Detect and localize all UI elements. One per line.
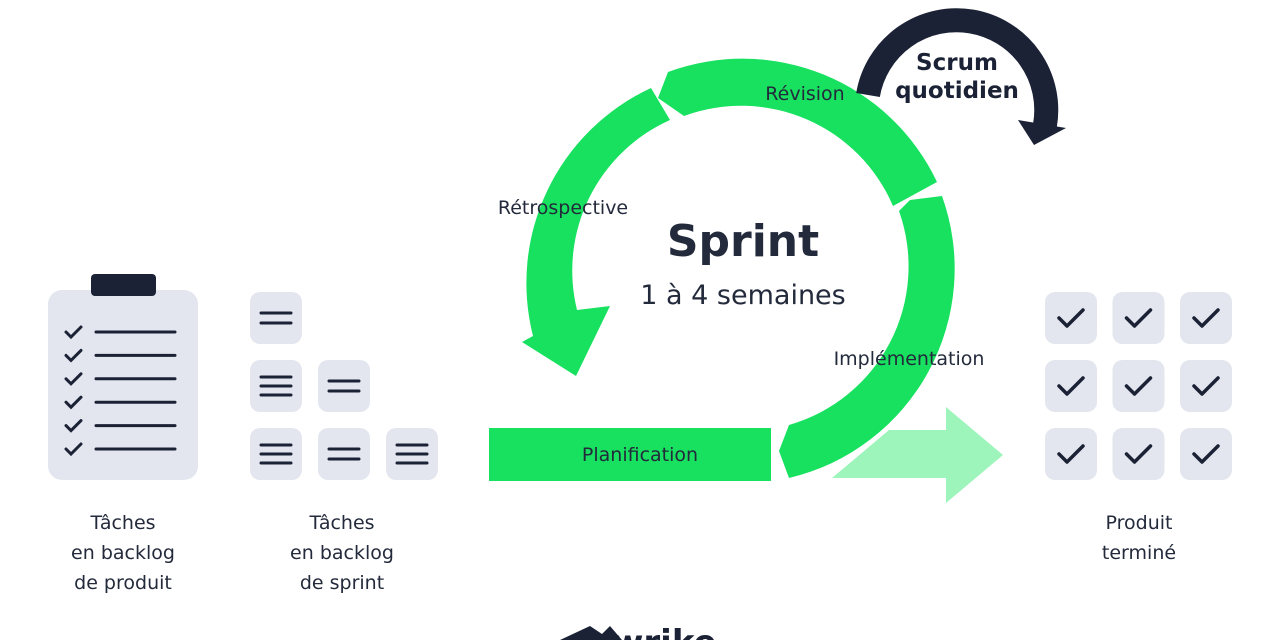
review-segment [658,58,937,206]
checkmark-icon [1124,376,1153,396]
caption-line: Produit [1105,512,1173,534]
checklist-row [64,442,177,457]
task-tile [250,360,302,412]
check-icon [64,395,83,410]
done-tile [1180,428,1232,480]
delivery-arrow [832,407,1003,503]
checklist-row [64,325,177,340]
done-tile [1180,360,1232,412]
done-tile [1112,292,1165,344]
checkmark-icon [1192,444,1220,464]
check-icon [64,325,83,340]
sprint-backlog-tiles-icon [250,292,438,480]
checklist-row [64,348,177,363]
task-tile [250,428,302,480]
caption-line: en backlog [71,542,175,564]
done-tile [1112,360,1165,412]
caption-line: terminé [1101,542,1177,564]
planning-bar [489,428,771,481]
check-icon [64,442,83,457]
implementation-segment [779,196,955,478]
done-tile [1045,428,1097,480]
check-icon [64,372,83,386]
check-icon [64,419,83,433]
sprint-title: Sprint [667,216,819,267]
done-tile [1045,292,1097,344]
check-icon [64,348,83,363]
done-tile [1112,428,1165,480]
sprint-backlog-caption: Tâches en backlog de sprint [252,508,432,598]
checkmark-icon [1057,376,1085,396]
task-tile [250,292,302,344]
phase-label-review: Révision [765,83,844,105]
checklist-row [64,372,177,386]
caption-line: de produit [74,572,172,594]
product-backlog-caption: Tâches en backlog de produit [33,508,213,598]
caption-line: Tâches [90,512,156,534]
checkmark-icon [1192,376,1220,396]
phase-label-retrospective: Rétrospective [498,197,628,219]
checkmark-icon [1124,308,1153,328]
caption-line: de sprint [299,572,385,594]
daily-scrum-label-line1: Scrum [916,50,998,76]
finished-product-tiles-icon [1045,292,1232,480]
finished-product-caption: Produit terminé [1049,508,1229,568]
checklist-row [64,395,177,410]
done-tile [1180,292,1232,344]
product-backlog-clipboard-icon [48,274,198,480]
task-tile [318,428,370,480]
caption-line: en backlog [290,542,394,564]
phase-label-planning: Planification [582,444,698,466]
checklist-row [64,419,177,433]
task-tile [386,428,438,480]
done-tile [1045,360,1097,412]
daily-scrum-arrow-icon [856,8,1066,145]
checkmark-icon [1057,444,1085,464]
task-tile [318,360,370,412]
daily-scrum-label-line2: quotidien [895,78,1019,104]
caption-line: Tâches [309,512,375,534]
checkmark-icon [1192,308,1220,328]
phase-label-implementation: Implémentation [834,348,985,370]
checkmark-icon [1057,308,1085,328]
retrospective-arrow [522,88,670,376]
wrike-logo-text: wrike [612,623,717,640]
sprint-duration: 1 à 4 semaines [640,280,845,311]
wrike-logo: wrike [560,623,717,640]
checkmark-icon [1124,444,1153,464]
